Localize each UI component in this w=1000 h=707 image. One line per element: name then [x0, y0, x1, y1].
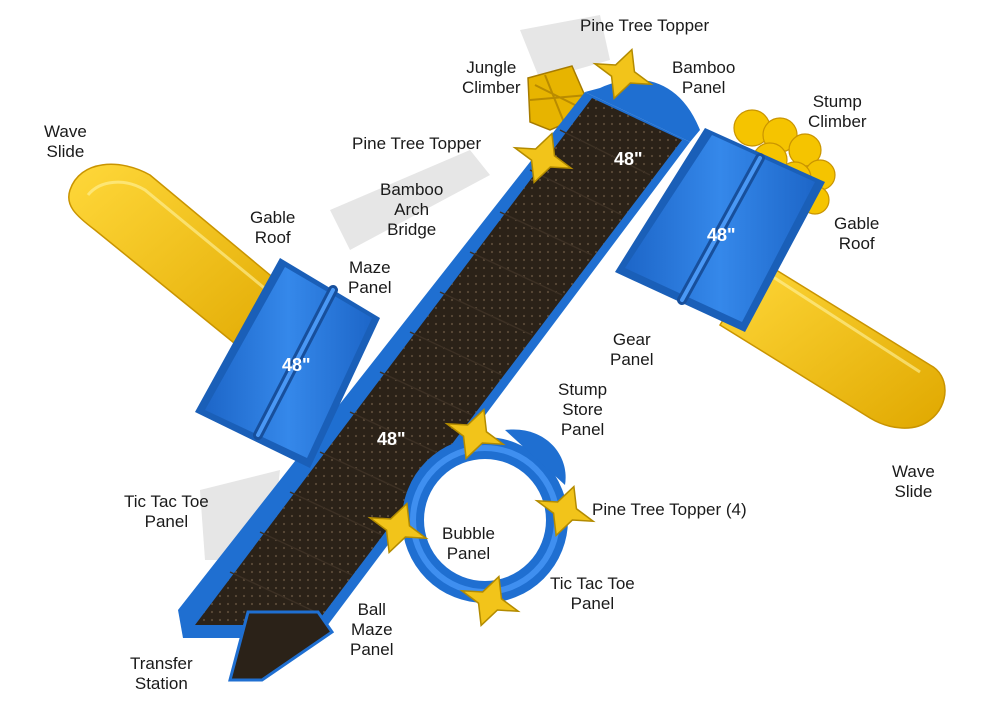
ring-enclosure — [402, 429, 568, 603]
pine-tree-topper-ring-top — [444, 407, 506, 461]
label-pine-tree-topper-4: Pine Tree Topper (4) — [592, 500, 747, 519]
pine-tree-toppers — [367, 47, 654, 628]
wave-slide-right — [718, 258, 946, 429]
label-pine-tree-topper-mid: Pine Tree Topper — [352, 134, 482, 153]
height-deck-top-right: 48" — [614, 149, 643, 169]
pine-tree-topper-top — [592, 47, 654, 101]
gable-roof-right — [615, 128, 825, 332]
bamboo-arch-bridge-walkway — [178, 92, 690, 682]
pine-tree-topper-ring-bottom — [459, 574, 521, 628]
height-deck-center: 48" — [377, 429, 406, 449]
wave-slide-left — [68, 163, 302, 362]
pine-tree-topper-mid — [512, 131, 574, 185]
height-markers: 48" 48" 48" 48" — [282, 149, 736, 449]
height-roof-left: 48" — [282, 355, 311, 375]
gable-roof-left — [195, 258, 380, 468]
height-roof-right: 48" — [707, 225, 736, 245]
pine-tree-topper-ring-left — [367, 501, 429, 555]
pine-tree-topper-ring-right — [534, 484, 596, 538]
label-pine-tree-topper-top: Pine Tree Topper — [580, 16, 710, 35]
